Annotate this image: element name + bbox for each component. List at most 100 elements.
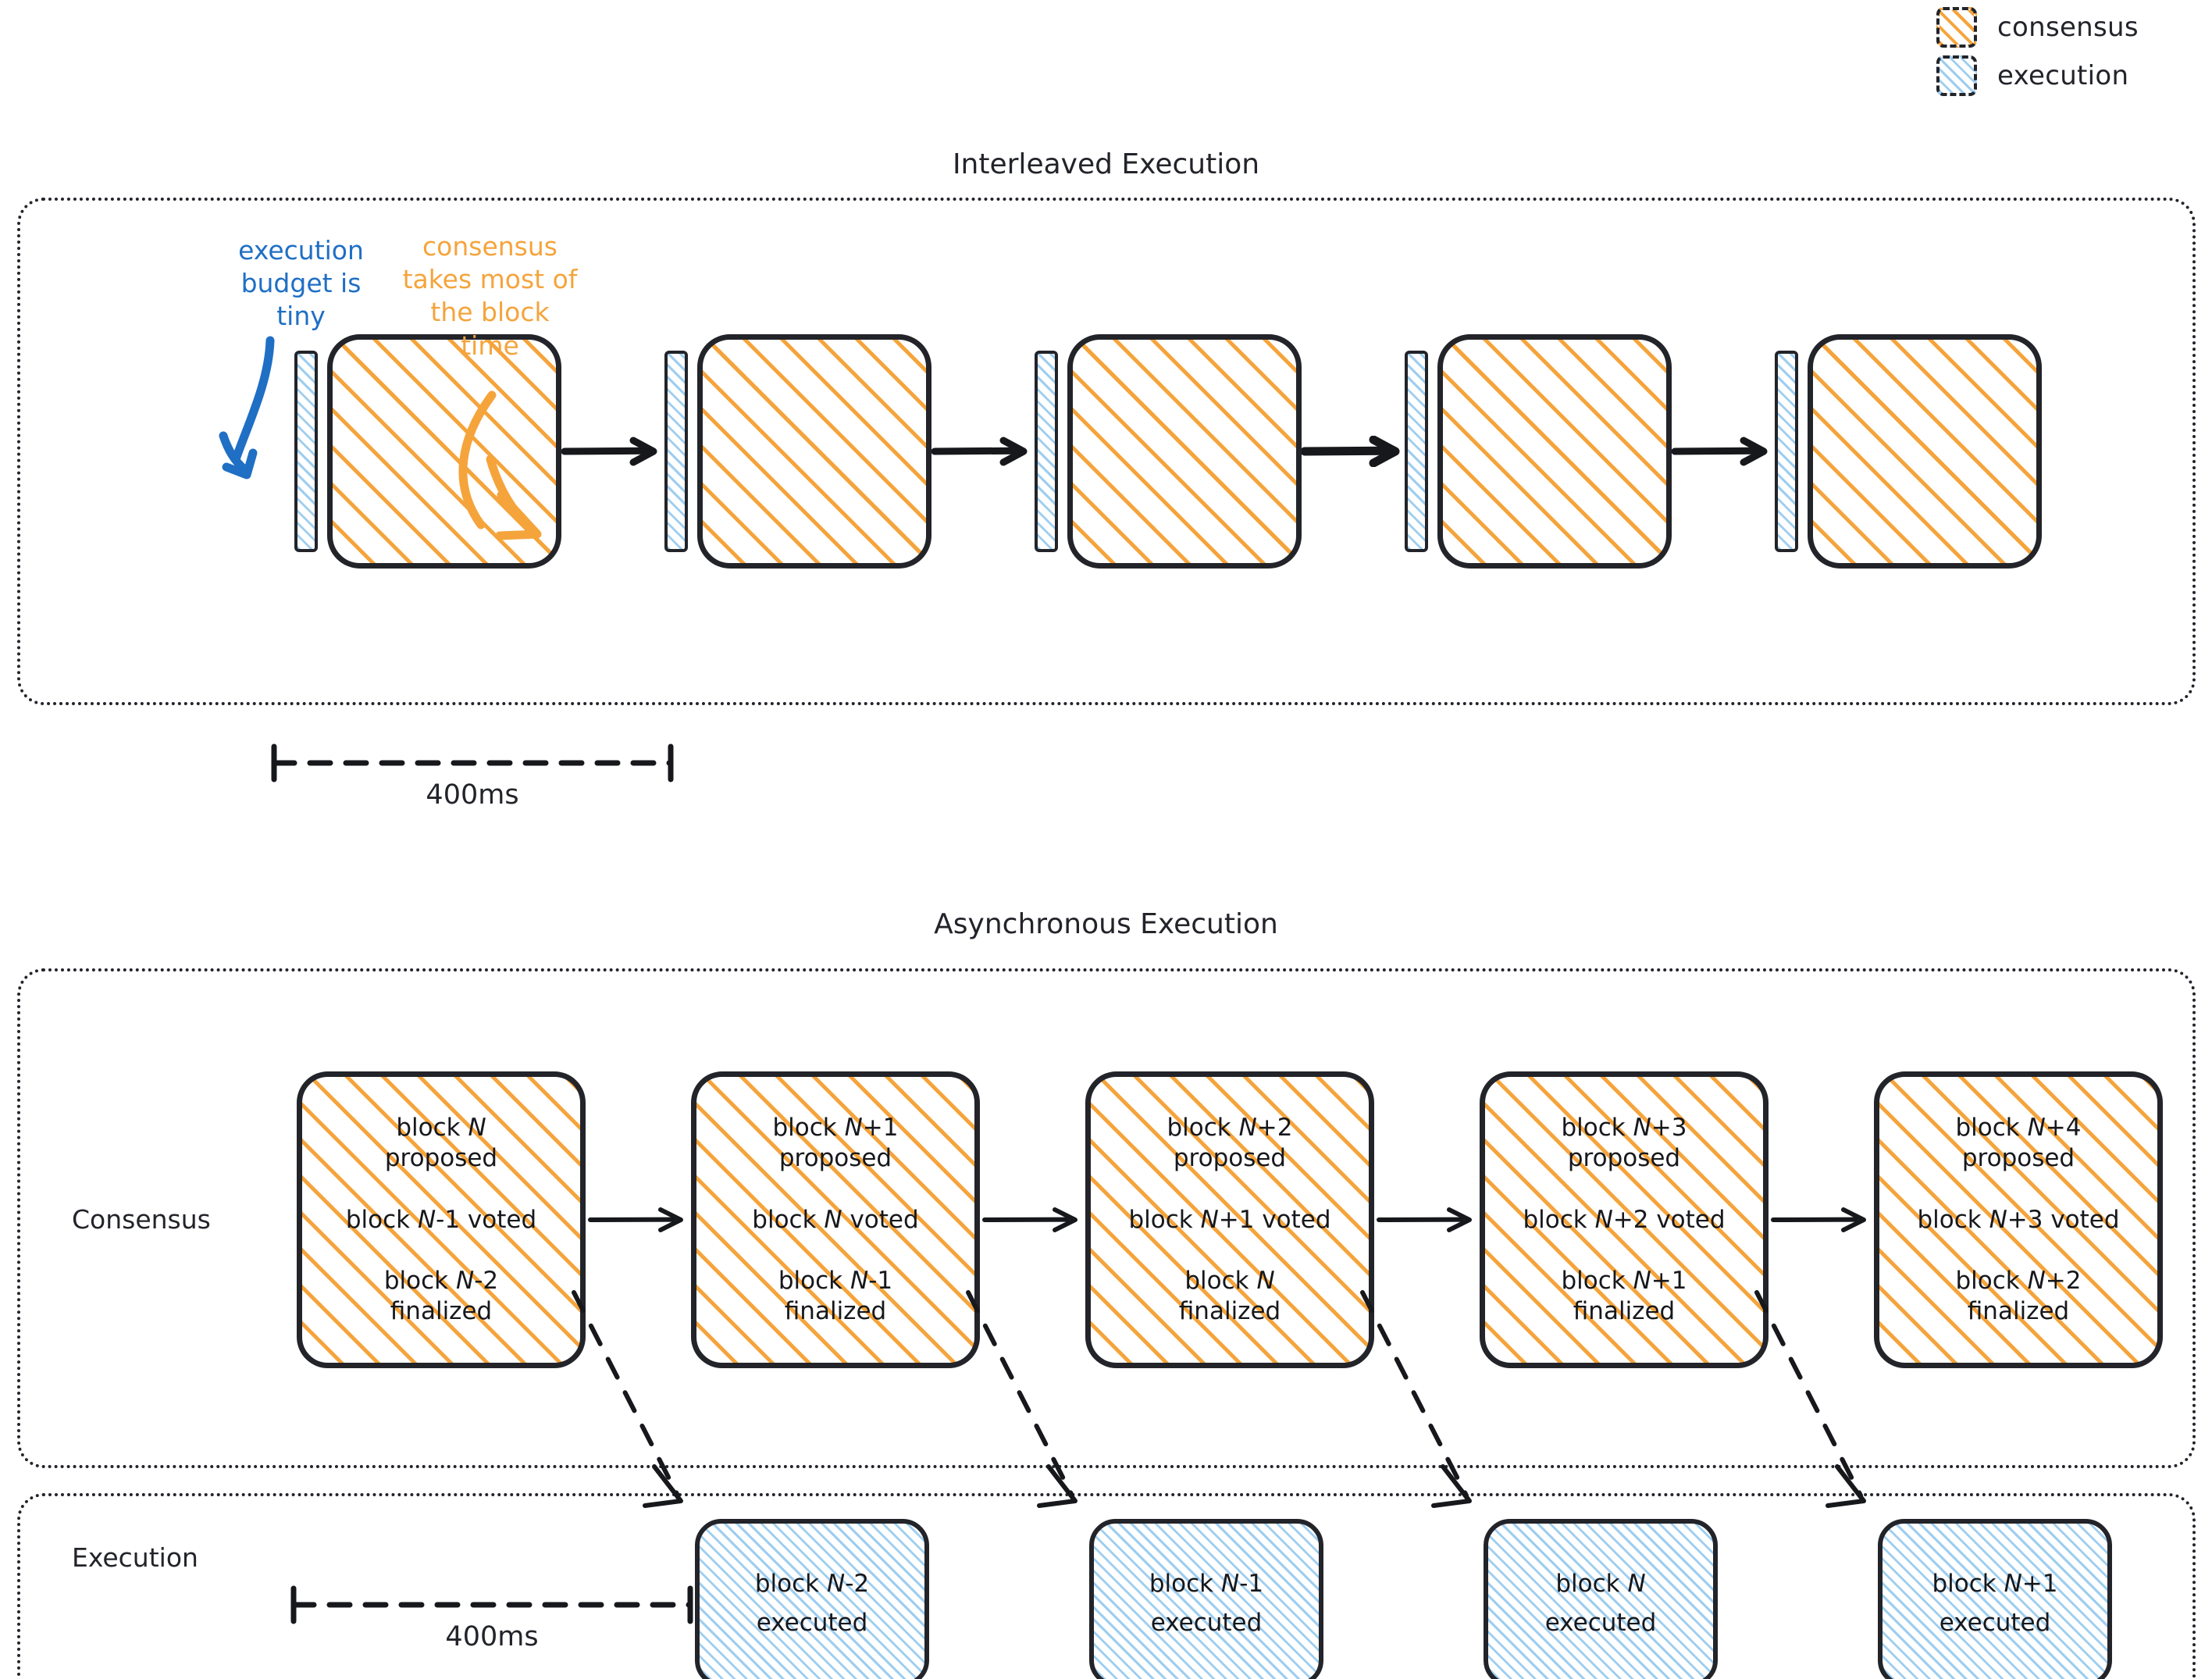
card-line-voted: block N voted	[752, 1205, 919, 1234]
consensus-card: block N+3 proposed block N+2 voted block…	[1480, 1071, 1769, 1368]
exec-block-status: executed	[756, 1608, 868, 1637]
interleaved-panel	[17, 198, 2196, 705]
consensus-block	[697, 334, 931, 569]
interleaved-slot-5	[1775, 334, 2042, 569]
card-line-finalized: block N-1 finalized	[706, 1266, 965, 1327]
consensus-block	[327, 334, 561, 569]
section-title-interleaved: Interleaved Execution	[952, 148, 1260, 180]
execution-card: block N+1 executed	[1878, 1519, 2112, 1679]
interleaved-slot-1	[294, 334, 561, 569]
interleaved-slot-2	[664, 334, 931, 569]
legend-label-execution: execution	[1997, 60, 2129, 91]
consensus-card-sequence: block N proposed block N-1 voted block N…	[297, 1001, 2171, 1438]
execution-card-sequence: block N-2 executed block N-1 executed bl…	[297, 1519, 2171, 1679]
proposed-status: proposed	[1173, 1143, 1287, 1172]
proposed-block-id: block N+1	[772, 1114, 899, 1143]
legend-item-execution: execution	[1936, 52, 2202, 100]
finalized-status: finalized	[1178, 1297, 1281, 1326]
consensus-panel	[17, 968, 2196, 1468]
execution-sliver	[664, 351, 688, 552]
finalized-status: finalized	[1573, 1297, 1676, 1326]
consensus-block	[1808, 334, 2042, 569]
card-line-voted: block N+1 voted	[1128, 1205, 1331, 1234]
callout-execution-budget: execution budget is tiny	[238, 235, 364, 332]
card-line-finalized: block N-2 finalized	[312, 1266, 571, 1327]
consensus-card: block N+2 proposed block N+1 voted block…	[1085, 1071, 1374, 1368]
proposed-block-id: block N+3	[1561, 1114, 1687, 1143]
consensus-card: block N+4 proposed block N+3 voted block…	[1874, 1071, 2163, 1368]
proposed-status: proposed	[1567, 1143, 1681, 1172]
consensus-flow-arrow-icon	[1769, 1204, 1874, 1235]
exec-block-status: executed	[1544, 1608, 1657, 1637]
finalized-status: finalized	[390, 1297, 493, 1326]
consensus-flow-arrow-icon	[586, 1204, 691, 1235]
execution-sliver	[1035, 351, 1058, 552]
card-line-finalized: block N+2 finalized	[1889, 1266, 2148, 1327]
ruler-line-icon	[271, 743, 674, 782]
consensus-flow-arrow-icon	[1374, 1204, 1480, 1235]
finalized-block-id: block N-1	[778, 1267, 893, 1296]
execution-sliver	[294, 351, 318, 552]
consensus-block	[1067, 334, 1302, 569]
interleaved-slot-4	[1405, 334, 1672, 569]
exec-block-status: executed	[1150, 1608, 1263, 1637]
execution-card: block N executed	[1484, 1519, 1718, 1679]
card-line-proposed: block N+4 proposed	[1889, 1113, 2148, 1174]
exec-block-id: block N-1	[1149, 1569, 1264, 1598]
ruler-line-icon	[290, 1585, 693, 1624]
legend: consensus execution	[1936, 3, 2202, 100]
card-line-proposed: block N+1 proposed	[706, 1113, 965, 1174]
card-line-proposed: block N proposed	[312, 1113, 571, 1174]
consensus-hatch-swatch-icon	[1936, 7, 1977, 48]
execution-panel	[17, 1493, 2196, 1679]
callout-consensus-time: consensus takes most of the block time	[402, 231, 578, 361]
flow-arrow-icon	[1672, 436, 1775, 467]
exec-block-id: block N-2	[754, 1569, 870, 1598]
card-line-finalized: block N+1 finalized	[1494, 1266, 1754, 1327]
execution-sliver	[1405, 351, 1428, 552]
consensus-card: block N+1 proposed block N voted block N…	[691, 1071, 980, 1368]
legend-label-consensus: consensus	[1997, 12, 2139, 43]
proposed-status: proposed	[384, 1143, 498, 1172]
section-title-asynchronous: Asynchronous Execution	[934, 908, 1278, 940]
proposed-block-id: block N+4	[1955, 1114, 2082, 1143]
finalized-block-id: block N+2	[1955, 1267, 2082, 1296]
card-line-proposed: block N+3 proposed	[1494, 1113, 1754, 1174]
row-label-execution: Execution	[72, 1542, 198, 1573]
execution-hatch-swatch-icon	[1936, 55, 1977, 96]
finalized-block-id: block N	[1184, 1267, 1275, 1296]
card-line-voted: block N-1 voted	[345, 1205, 537, 1234]
card-line-finalized: block N finalized	[1100, 1266, 1359, 1327]
flow-arrow-icon	[561, 436, 664, 467]
ruler-label-400ms: 400ms	[426, 779, 519, 811]
ruler-400ms-interleaved: 400ms	[269, 742, 675, 836]
interleaved-slot-3	[1035, 334, 1302, 569]
exec-block-id: block N+1	[1932, 1569, 2058, 1598]
interleaved-block-sequence	[17, 198, 2196, 705]
legend-item-consensus: consensus	[1936, 3, 2202, 52]
flow-arrow-icon	[931, 436, 1035, 467]
finalized-status: finalized	[784, 1297, 887, 1326]
consensus-card: block N proposed block N-1 voted block N…	[297, 1071, 586, 1368]
proposed-block-id: block N	[396, 1114, 486, 1143]
exec-block-id: block N	[1555, 1569, 1646, 1598]
proposed-status: proposed	[778, 1143, 892, 1172]
consensus-flow-arrow-icon	[980, 1204, 1085, 1235]
finalized-block-id: block N-2	[383, 1267, 499, 1296]
exec-block-status: executed	[1939, 1608, 2051, 1637]
card-line-voted: block N+2 voted	[1523, 1205, 1726, 1234]
finalized-block-id: block N+1	[1561, 1267, 1687, 1296]
execution-card: block N-1 executed	[1089, 1519, 1323, 1679]
consensus-block	[1437, 334, 1672, 569]
card-line-voted: block N+3 voted	[1917, 1205, 2120, 1234]
card-line-proposed: block N+2 proposed	[1100, 1113, 1359, 1174]
flow-arrow-icon	[1302, 436, 1405, 467]
execution-card: block N-2 executed	[695, 1519, 929, 1679]
ruler-label-400ms: 400ms	[445, 1621, 539, 1652]
ruler-400ms-async: 400ms	[289, 1584, 695, 1677]
proposed-block-id: block N+2	[1167, 1114, 1293, 1143]
row-label-consensus: Consensus	[72, 1204, 211, 1235]
proposed-status: proposed	[1961, 1143, 2075, 1172]
finalized-status: finalized	[1967, 1297, 2070, 1326]
